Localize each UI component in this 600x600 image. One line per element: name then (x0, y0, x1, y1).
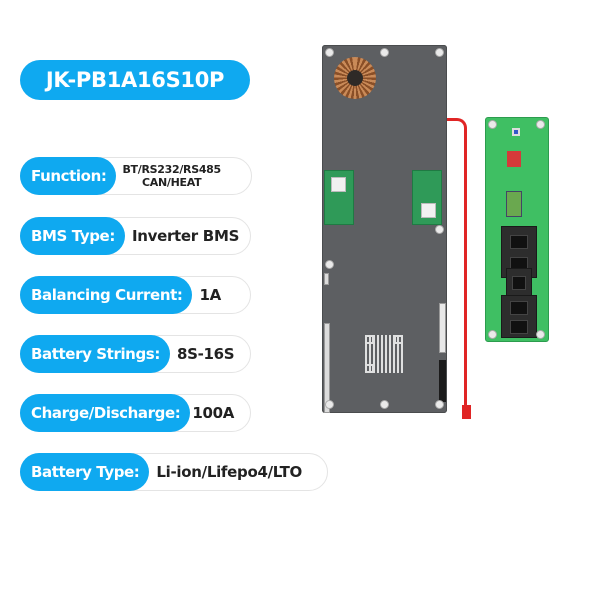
terminal-pad-right (412, 170, 442, 225)
terminal-block (506, 191, 522, 217)
toroid-inductor-icon (334, 57, 376, 99)
spec-value: Li-ion/Lifepo4/LTO (156, 463, 302, 481)
mounting-hole (325, 48, 334, 57)
spec-battery-type: Battery Type: Li-ion/Lifepo4/LTO (20, 452, 328, 491)
qr-code-icon (365, 335, 403, 373)
mounting-hole (536, 330, 545, 339)
terminal-pad-left (324, 170, 354, 225)
spec-label: BMS Type: (20, 216, 125, 255)
spec-bms-type: BMS Type: Inverter BMS (20, 216, 251, 255)
spec-battery-strings: Battery Strings: 8S-16S (20, 334, 251, 373)
cable-plug (462, 405, 471, 419)
spec-label: Function: (20, 156, 117, 195)
spec-value: BT/RS232/RS485 CAN/HEAT (116, 163, 232, 189)
mounting-hole (435, 225, 444, 234)
mounting-hole (380, 400, 389, 409)
mounting-hole (536, 120, 545, 129)
bms-main-board-image (322, 45, 447, 413)
rj11-port (506, 268, 532, 298)
spec-value-line1: BT/RS232/RS485 (122, 163, 221, 176)
spec-label: Battery Strings: (20, 334, 170, 373)
mounting-hole (435, 400, 444, 409)
spec-charge-discharge: Charge/Discharge: 100A (20, 393, 251, 432)
spec-label: Battery Type: (20, 452, 150, 491)
side-connectors (439, 303, 446, 353)
mounting-hole (380, 48, 389, 57)
connector (324, 273, 329, 285)
balance-lead-connectors (324, 323, 330, 413)
dip-switch-icon (507, 151, 521, 167)
red-cable (447, 118, 467, 411)
spec-value: 1A (199, 286, 221, 304)
communication-board-image (485, 117, 549, 342)
spec-balancing-current: Balancing Current: 1A (20, 275, 251, 314)
mounting-hole (325, 400, 334, 409)
mounting-hole (488, 330, 497, 339)
spec-function: Function: BT/RS232/RS485 CAN/HEAT (20, 156, 252, 195)
spec-value: Inverter BMS (131, 227, 240, 245)
spec-value: 100A (192, 404, 235, 422)
rj45-double-port-lower (501, 295, 537, 338)
spec-label: Balancing Current: (20, 275, 193, 314)
mounting-hole (488, 120, 497, 129)
pin-header (439, 360, 446, 402)
spec-label: Charge/Discharge: (20, 393, 191, 432)
switch-icon (512, 128, 520, 136)
spec-value: 8S-16S (176, 345, 235, 363)
mounting-hole (435, 48, 444, 57)
mounting-hole (325, 260, 334, 269)
spec-value-line2: CAN/HEAT (142, 176, 202, 189)
product-model-title: JK-PB1A16S10P (20, 60, 250, 100)
